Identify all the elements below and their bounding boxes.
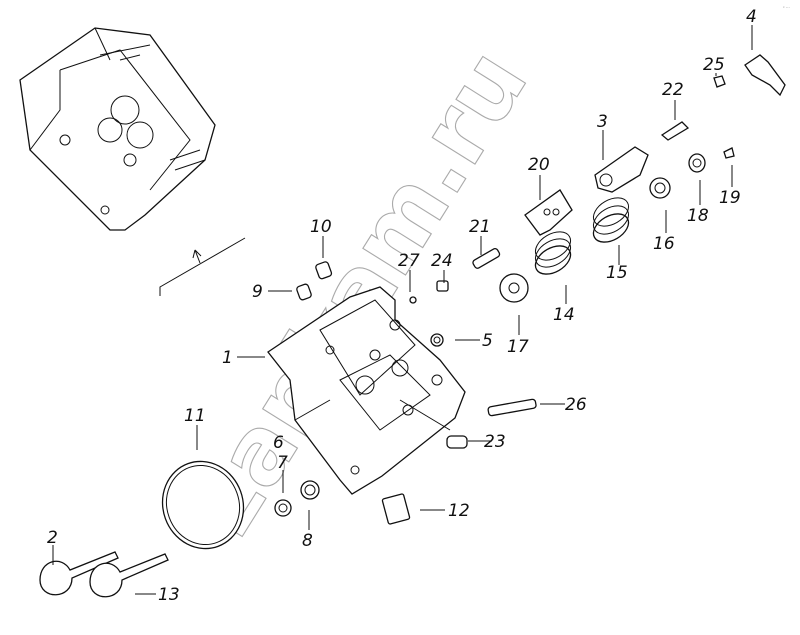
parts: [39, 54, 786, 598]
leader-lines: [52, 25, 753, 595]
cylinder-head: [267, 286, 466, 495]
callout-15: 15: [606, 263, 628, 283]
corner-mark: ᵖ ···: [783, 5, 790, 10]
callout-labels: 1234567891011121314151617181920212223242…: [47, 7, 757, 605]
callout-13: 13: [158, 585, 180, 605]
callout-4: 4: [746, 7, 757, 27]
assembled-head-illustration: [19, 27, 216, 231]
callout-17: 17: [507, 337, 529, 357]
direction-arrow: [159, 237, 246, 296]
callout-12: 12: [448, 501, 470, 521]
callout-25: 25: [703, 55, 725, 75]
callout-2: 2: [47, 528, 58, 548]
callout-20: 20: [528, 155, 550, 175]
callout-7: 7: [277, 453, 288, 473]
callout-5: 5: [482, 331, 493, 351]
callout-18: 18: [687, 206, 709, 226]
callout-19: 19: [719, 188, 741, 208]
callout-6: 6: [273, 433, 284, 453]
callout-10: 10: [310, 217, 332, 237]
callout-8: 8: [302, 531, 313, 551]
callout-22: 22: [662, 80, 684, 100]
callout-27: 27: [398, 251, 420, 271]
callout-1: 1: [222, 348, 233, 368]
callout-11: 11: [184, 406, 206, 426]
callout-23: 23: [484, 432, 506, 452]
callout-9: 9: [252, 282, 263, 302]
callout-3: 3: [597, 112, 608, 132]
callout-26: 26: [565, 395, 587, 415]
callout-16: 16: [653, 234, 675, 254]
callout-24: 24: [431, 251, 453, 271]
callout-14: 14: [553, 305, 575, 325]
callout-21: 21: [469, 217, 491, 237]
